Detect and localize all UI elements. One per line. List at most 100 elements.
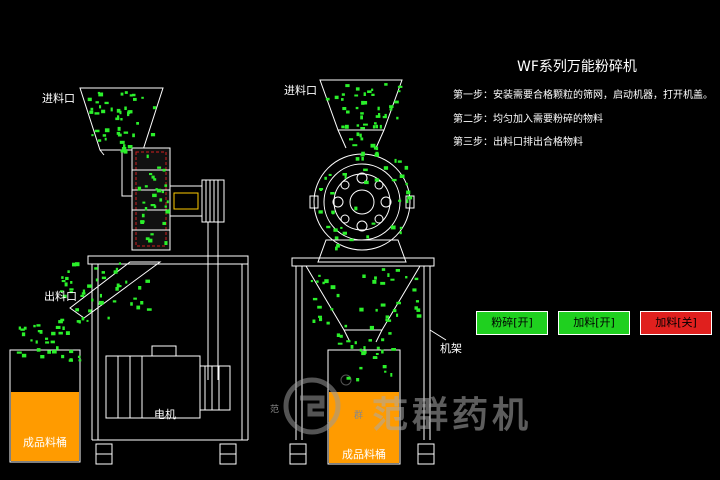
particle [145,237,150,241]
particle [33,324,36,328]
motor-label: 电机 [154,408,176,421]
particle [137,186,142,191]
particle [399,226,403,230]
particle [98,92,104,97]
particle [336,333,341,337]
left-crush-chamber [131,147,171,251]
particle [69,358,73,362]
particle [384,113,387,118]
particle [18,326,21,330]
particle [362,101,368,105]
particle [164,241,168,245]
particle [123,131,129,134]
particle [341,125,345,129]
particle [334,95,339,100]
particle [344,324,348,328]
particle [45,341,50,344]
particle [380,303,386,307]
particle [148,238,153,243]
particle [395,269,400,272]
particle [58,331,63,335]
particle [404,165,409,170]
particle [375,308,378,312]
particle [76,320,80,323]
particle [97,139,102,142]
particle [64,282,68,287]
particle [342,173,347,176]
particle [326,225,331,229]
particle [344,175,347,179]
particle [359,366,363,370]
watermark-seal-right: 群 [354,411,364,421]
left-product-barrel [9,349,81,463]
particle [155,188,158,191]
particle [405,182,408,186]
particle [118,262,121,265]
particle [99,293,102,298]
particle [346,110,350,114]
particle [374,122,377,125]
particle [94,267,98,270]
particle [115,117,120,121]
particle [149,173,153,176]
particle [51,331,56,336]
particle [384,83,388,86]
particle [362,274,366,278]
left-bearing-housing [169,185,203,217]
particle [60,290,64,293]
particle [317,305,322,309]
particle [383,166,389,170]
particle [310,280,313,283]
particle [80,294,85,297]
particle [65,276,69,280]
particle [142,201,146,204]
particle [152,193,157,198]
particle [368,339,372,342]
left-frame-top [87,255,249,265]
particle [141,213,145,218]
particle [324,279,329,284]
particle [371,93,375,96]
right-hopper [319,79,403,131]
watermark-seal-left: 范 [270,405,280,415]
particle [70,281,73,284]
particle [129,94,133,97]
particle [119,110,122,115]
particle [94,112,100,115]
particle [337,342,343,345]
particle [318,274,321,277]
particle [120,92,124,96]
right-machine [289,79,447,465]
particle [330,285,336,290]
particle [75,308,79,312]
particle [318,210,323,214]
particle [335,246,338,251]
particle [152,106,157,110]
particle [354,94,359,97]
particle [322,281,325,285]
particle [150,233,154,236]
particle [342,231,347,235]
particle [398,90,401,93]
particle [23,326,27,330]
feed-on-button[interactable]: 加料[开] [558,311,630,335]
particle [61,276,64,279]
particle [415,300,419,303]
particle [16,351,22,354]
particle [336,293,340,298]
particle [128,110,133,114]
feed-off-button[interactable]: 加料[关] [640,311,712,335]
crush-on-button[interactable]: 粉碎[开] [476,311,548,335]
particle [349,238,354,242]
particle [372,125,376,129]
particle [132,93,136,97]
particle [336,244,340,248]
particle [376,346,380,350]
particle [394,158,397,163]
particle [115,287,119,291]
particle [58,320,61,324]
particle [123,144,126,148]
particle [354,341,357,345]
particle [69,290,73,294]
